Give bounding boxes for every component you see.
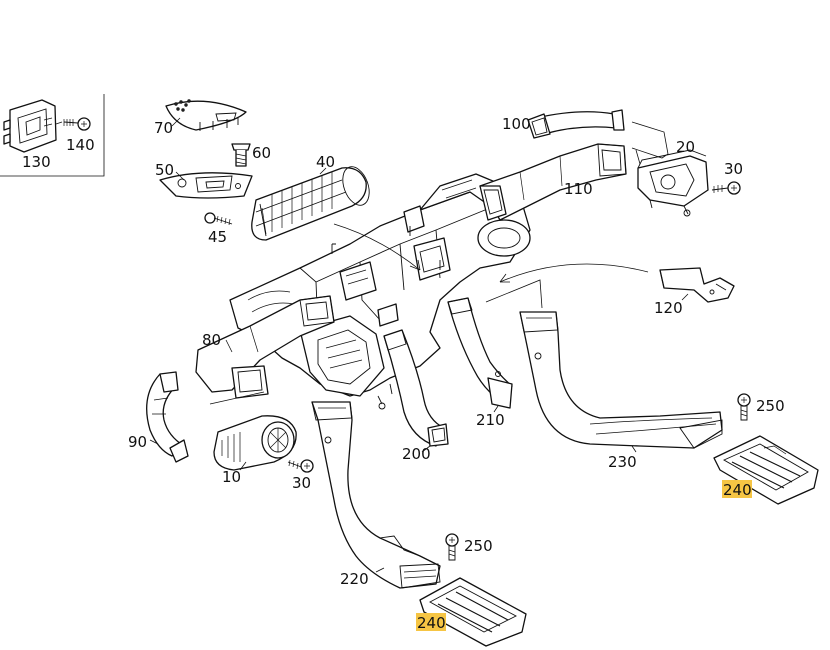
part-30-screw-top — [711, 181, 741, 195]
leader-120 — [681, 293, 689, 301]
label-250-right: 250 — [756, 397, 785, 415]
part-140-screw — [63, 117, 91, 131]
assembly-arrow-120 — [499, 263, 649, 283]
leader-10 — [239, 461, 247, 471]
part-40-blower — [251, 166, 370, 241]
part-45-screw — [204, 212, 233, 226]
assembly-arrow-40 — [333, 223, 421, 271]
label-70: 70 — [154, 119, 173, 137]
hvac-main-housing — [229, 173, 531, 410]
part-100-duct-hose — [527, 109, 625, 139]
part-250-screw-left — [445, 533, 459, 561]
part-250-screw-right — [737, 393, 751, 421]
arrow-head-120 — [499, 273, 510, 283]
leader-210 — [493, 405, 499, 413]
part-20-actuator — [631, 121, 709, 217]
label-50: 50 — [155, 161, 174, 179]
label-60: 60 — [252, 144, 271, 162]
label-200: 200 — [402, 445, 431, 463]
label-210: 210 — [476, 411, 505, 429]
part-220-duct — [311, 401, 441, 589]
label-100: 100 — [502, 115, 531, 133]
part-210-duct — [447, 297, 513, 409]
label-45: 45 — [208, 228, 227, 246]
leader-20 — [635, 149, 641, 165]
part-130-sensor — [3, 99, 57, 153]
leader-50 — [175, 171, 185, 181]
leader-80 — [225, 339, 233, 353]
part-10-vent-nozzle — [209, 391, 297, 471]
label-240-left: 240 — [417, 614, 446, 632]
part-240-grille-left — [419, 577, 527, 647]
part-70-cover — [165, 99, 247, 131]
label-40: 40 — [316, 153, 335, 171]
leader-220 — [375, 567, 385, 573]
inset-frame — [0, 94, 105, 177]
label-120: 120 — [654, 299, 683, 317]
leader-230 — [631, 445, 637, 453]
part-200-duct — [383, 329, 449, 447]
leader-200 — [421, 445, 431, 453]
part-240-grille-right — [713, 435, 819, 505]
leader-230 — [485, 279, 543, 309]
label-140: 140 — [66, 136, 95, 154]
label-250-left: 250 — [464, 537, 493, 555]
leader-90 — [149, 439, 159, 445]
leader-70 — [171, 117, 181, 127]
part-110-duct — [479, 143, 627, 221]
highlight-240-left — [416, 613, 446, 631]
leader-40 — [319, 167, 327, 175]
part-120-elbow — [659, 267, 735, 303]
label-240-right: 240 — [723, 481, 752, 499]
part-60-screw — [231, 143, 251, 167]
label-110: 110 — [564, 180, 593, 198]
label-90: 90 — [128, 433, 147, 451]
leader-130-140 — [55, 121, 63, 125]
label-10: 10 — [222, 468, 241, 486]
label-30-bottom: 30 — [292, 474, 311, 492]
label-230: 230 — [608, 453, 637, 471]
part-230-duct — [519, 311, 723, 449]
label-20: 20 — [676, 138, 695, 156]
label-130: 130 — [22, 153, 51, 171]
part-30-screw-bottom — [287, 459, 314, 473]
part-80-duct — [195, 295, 335, 399]
label-30-top: 30 — [724, 160, 743, 178]
highlight-240-right — [722, 480, 752, 498]
arrow-head-40 — [409, 259, 421, 271]
part-90-hose — [146, 371, 189, 463]
label-80: 80 — [202, 331, 221, 349]
label-220: 220 — [340, 570, 369, 588]
